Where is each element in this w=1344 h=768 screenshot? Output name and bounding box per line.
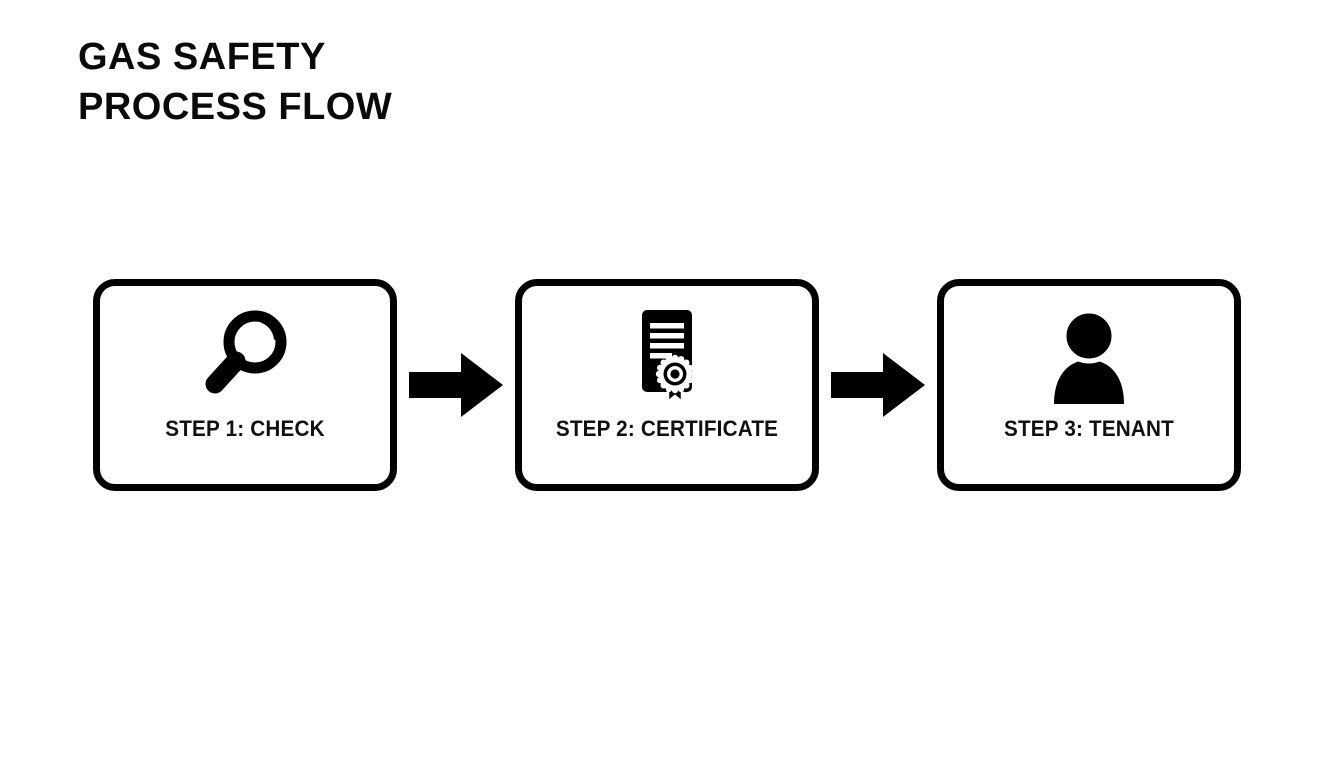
step-label-1: STEP 1: CHECK	[165, 416, 325, 441]
arrow-right-icon-2	[831, 353, 925, 417]
step-label-3: STEP 3: TENANT	[1003, 416, 1175, 441]
magnifying-glass-icon	[190, 308, 300, 404]
step-card-1[interactable]: STEP 1: CHECK	[93, 279, 397, 491]
step-card-3[interactable]: STEP 3: TENANT	[937, 279, 1241, 491]
page-title-line-1: GAS SAFETY	[78, 36, 326, 78]
certificate-seal-icon	[612, 308, 722, 404]
step-label-2: STEP 2: CERTIFICATE	[555, 416, 779, 441]
arrow-right-icon-1	[409, 353, 503, 417]
process-flow-diagram: STEP 1: CHECK	[93, 279, 1241, 491]
page-title: GAS SAFETY PROCESS FLOW	[78, 32, 392, 132]
page-title-line-2: PROCESS FLOW	[78, 86, 393, 128]
step-card-2[interactable]: STEP 2: CERTIFICATE	[515, 279, 819, 491]
person-user-icon	[1034, 308, 1144, 404]
